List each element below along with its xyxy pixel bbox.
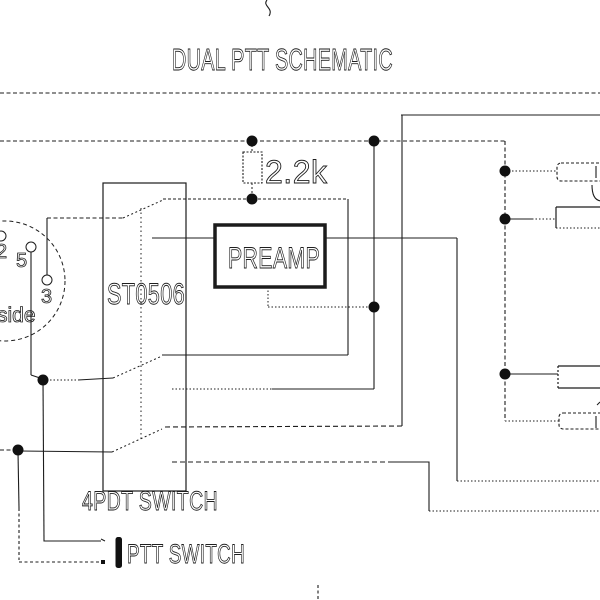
resistor-body (242, 151, 263, 184)
switch-type-label: 4PDT SWITCH (82, 486, 218, 516)
preamp: PREAMP (213, 223, 327, 289)
module1-box (556, 162, 600, 182)
resistor-value: 2.2k (265, 154, 328, 190)
pole2-entry (77, 377, 114, 381)
module4-box (558, 412, 600, 430)
junction-dot (499, 368, 511, 380)
page-title: DUAL PTT SCHEMATIC (172, 42, 393, 77)
pole1-arm (122, 199, 164, 219)
ptt-feed-vertical (42, 379, 45, 541)
din-connector-outline (0, 220, 66, 342)
ptt-terminal-tick (100, 538, 106, 542)
ptt-terminal-dot (101, 560, 105, 564)
module-link-curve (591, 184, 600, 202)
junction-dot (246, 135, 258, 147)
junction-dot (246, 193, 258, 205)
resistor-2k2: 2.2k (242, 141, 328, 199)
right-modules (555, 162, 600, 430)
pin-2-circle (0, 230, 7, 242)
ptt-switch: PTT SWITCH (100, 537, 245, 569)
pole3-entry (19, 450, 113, 453)
junction-dot (499, 165, 511, 177)
switch-4pdt: ST0506 (102, 182, 187, 492)
junction-dot (37, 374, 49, 386)
connector-side-label: side (0, 304, 36, 327)
preamp-box (213, 223, 327, 289)
junction-dots (12, 135, 511, 456)
preamp-label: PREAMP (228, 242, 320, 275)
junction-dot (12, 444, 24, 456)
switch-model-label: ST0506 (107, 278, 185, 311)
junction-dot (368, 135, 380, 147)
top-edge-wire (265, 0, 271, 17)
pin-3-label: 3 (41, 286, 52, 308)
pole3-arm (111, 428, 163, 453)
ptt-button-bar (115, 537, 122, 568)
wires (0, 114, 600, 599)
ptt-feed-horizontal (43, 540, 101, 542)
pin-5-label: 5 (16, 250, 27, 272)
pin-2-label: 2 (0, 241, 7, 263)
ptt-label: PTT SWITCH (127, 539, 245, 569)
junction-dot (368, 301, 380, 313)
junction-dot (499, 213, 511, 225)
connector: 2 5 3 side (0, 220, 66, 342)
net-d-corner (390, 461, 430, 511)
ptt-return-vertical (17, 451, 20, 509)
switch-box (102, 182, 187, 492)
